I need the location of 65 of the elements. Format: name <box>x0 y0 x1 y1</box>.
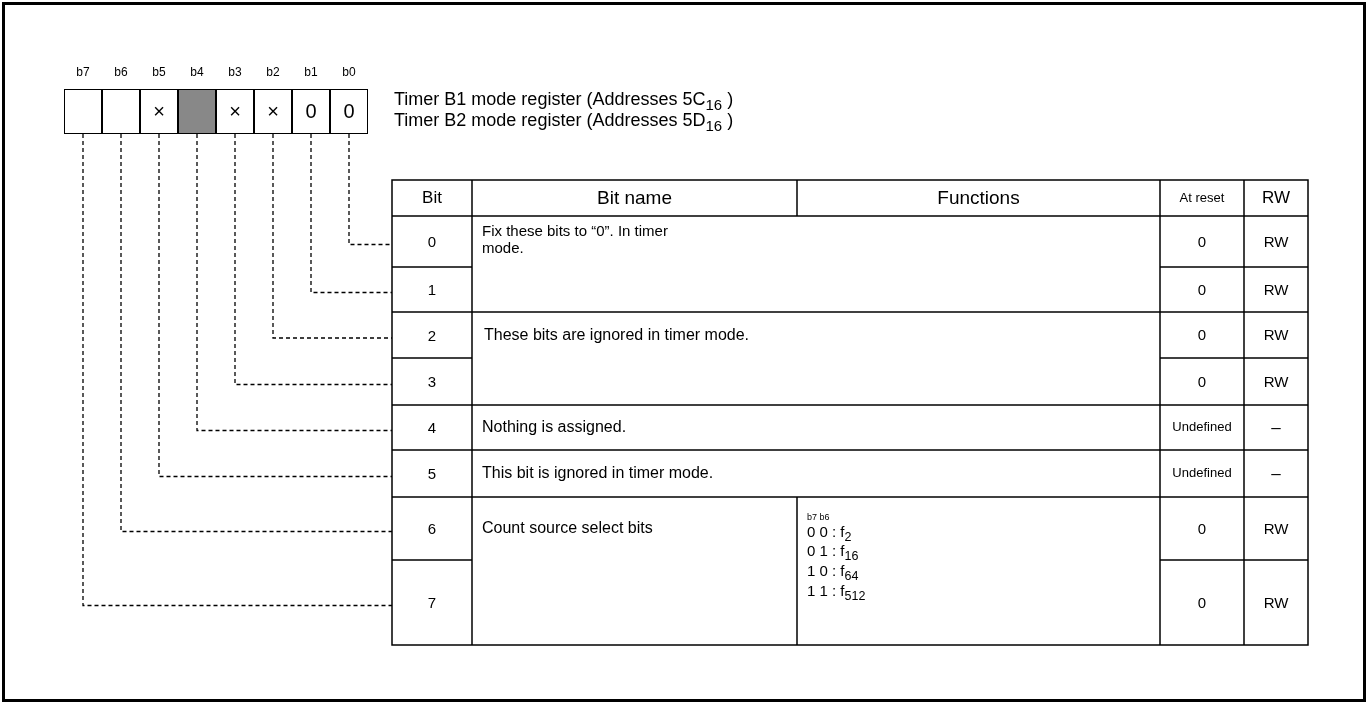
function-setting: 1 1 : f$_{512}$ <box>807 582 866 604</box>
bit-cell: × <box>216 89 254 134</box>
bit-description: These bits are ignored in timer mode. <box>484 325 749 345</box>
reset-value: 0 <box>1197 232 1207 251</box>
bit-cell <box>64 89 102 134</box>
bit-cell: 0 <box>330 89 368 134</box>
bit-number: 3 <box>392 358 472 405</box>
bit-label: b0 <box>342 66 356 80</box>
column-header: Functions <box>937 187 1020 209</box>
reset-value: 0 <box>1197 520 1207 538</box>
access-type: RW <box>1263 520 1289 538</box>
function-setting: 0 1 : f$_{16}$ <box>807 542 859 564</box>
bit-number: 4 <box>392 405 472 450</box>
reset-value: Undefined <box>1172 420 1232 435</box>
leader-line <box>120 133 393 533</box>
bit-label: b7 b6 <box>807 512 830 523</box>
bit-number: 1 <box>392 267 472 312</box>
bit-description: Fix these bits to “0”. In timer mode. <box>482 222 669 257</box>
access-type: RW <box>1263 372 1289 391</box>
function-setting: 1 0 : f$_{64}$ <box>807 562 859 584</box>
leader-line <box>348 133 393 246</box>
access-type: – <box>1271 417 1281 438</box>
bit-label: b4 <box>190 66 204 80</box>
register-title: Timer B1 mode register (Addresses 5C$_{16}$ ) <box>394 89 734 113</box>
bit-number: 0 <box>392 216 472 267</box>
reset-value: 0 <box>1197 280 1207 299</box>
function-setting: 0 0 : f$_{2}$ <box>807 523 852 545</box>
reset-value: 0 <box>1197 594 1207 612</box>
leader-line <box>158 133 393 478</box>
column-header: At reset <box>1179 190 1225 206</box>
leader-line <box>82 133 393 607</box>
register-title: Timer B2 mode register (Addresses 5D$_{16}$ ) <box>394 110 734 134</box>
column-header: Bit name <box>597 187 672 209</box>
reserved-bit-cell <box>178 89 216 134</box>
bit-label: b1 <box>304 66 318 80</box>
bit-number: 2 <box>392 312 472 358</box>
leader-line <box>234 133 393 386</box>
leader-line <box>196 133 393 432</box>
bit-number: 5 <box>392 450 472 497</box>
bit-number: 6 <box>392 497 472 560</box>
bit-label: b6 <box>114 66 128 80</box>
bit-description: Nothing is assigned. <box>482 418 627 437</box>
access-type: RW <box>1263 280 1289 299</box>
bit-number: 7 <box>392 560 472 645</box>
bit-description: This bit is ignored in timer mode. <box>482 464 714 483</box>
bit-label: b5 <box>152 66 166 80</box>
reset-value: Undefined <box>1172 466 1232 481</box>
access-type: – <box>1271 463 1281 484</box>
bit-cell: 0 <box>292 89 330 134</box>
bit-cell: × <box>254 89 292 134</box>
bit-description: Count source select bits <box>482 519 653 538</box>
bit-cell: × <box>140 89 178 134</box>
access-type: RW <box>1263 326 1289 344</box>
column-header: RW <box>1262 188 1290 208</box>
access-type: RW <box>1263 232 1289 251</box>
leader-line <box>272 133 393 339</box>
bit-label: b2 <box>266 66 280 80</box>
access-type: RW <box>1263 594 1289 612</box>
leader-line <box>310 133 393 294</box>
bit-cell <box>102 89 140 134</box>
reset-value: 0 <box>1197 372 1207 391</box>
reset-value: 0 <box>1197 326 1207 344</box>
bit-label: b7 <box>76 66 90 80</box>
bit-label: b3 <box>228 66 242 80</box>
column-header: Bit <box>422 188 442 208</box>
